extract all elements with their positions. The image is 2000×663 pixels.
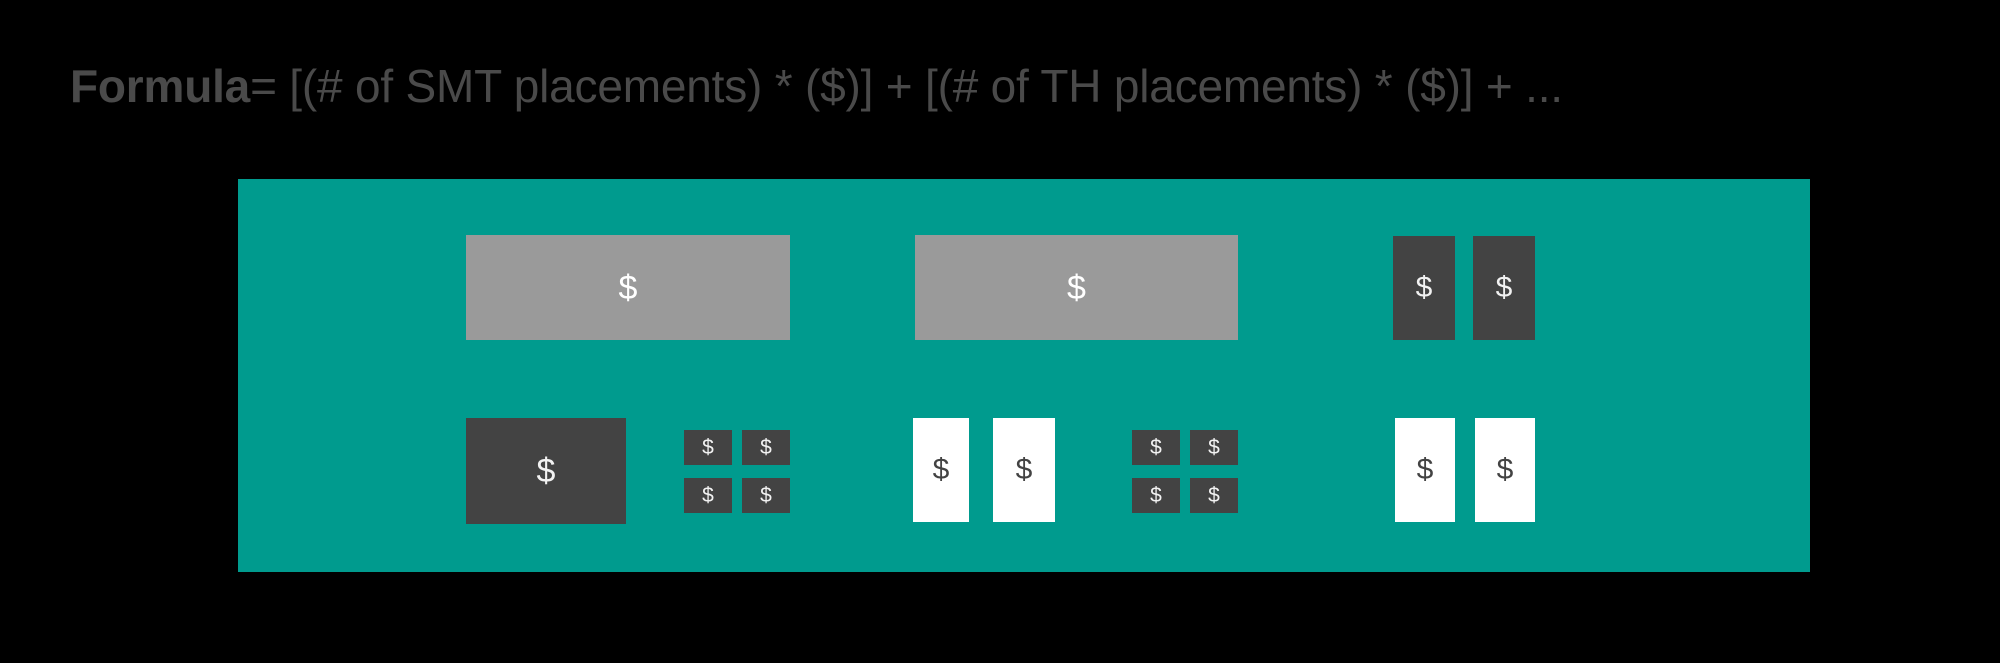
dark-tall-tile-2[interactable]: $ (1473, 236, 1535, 340)
white-tall-tile-2[interactable]: $ (993, 418, 1055, 522)
dollar-symbol: $ (1015, 453, 1033, 486)
dollar-symbol: $ (760, 436, 772, 459)
placement-board: $ $ $ $ $ $ $ $ $ $ $ $ $ $ $ $ $ (238, 179, 1810, 572)
dollar-symbol: $ (760, 484, 772, 507)
dollar-symbol: $ (1208, 484, 1220, 507)
dollar-symbol: $ (1067, 268, 1086, 307)
white-tall-tile-4[interactable]: $ (1475, 418, 1535, 522)
grid-cell[interactable]: $ (1132, 478, 1180, 513)
white-tall-tile-3[interactable]: $ (1395, 418, 1455, 522)
dollar-symbol: $ (1150, 484, 1162, 507)
gray-wide-tile-right[interactable]: $ (915, 235, 1238, 340)
dollar-symbol: $ (618, 268, 638, 307)
formula-label: Formula (70, 60, 251, 112)
dollar-symbol: $ (932, 453, 950, 486)
dollar-symbol: $ (702, 436, 714, 459)
dark-wide-tile-left[interactable]: $ (466, 418, 626, 524)
dollar-symbol: $ (1415, 271, 1433, 304)
gray-wide-tile-left[interactable]: $ (466, 235, 790, 340)
dark-tall-tile-1[interactable]: $ (1393, 236, 1455, 340)
grid-cell[interactable]: $ (742, 478, 790, 513)
dollar-symbol: $ (1208, 436, 1220, 459)
dark-grid-left: $ $ $ $ (684, 430, 790, 513)
top-row-group: $ $ $ $ (238, 179, 1810, 359)
grid-cell[interactable]: $ (1190, 430, 1238, 465)
dollar-symbol: $ (1150, 436, 1162, 459)
white-tall-tile-1[interactable]: $ (913, 418, 969, 522)
grid-cell[interactable]: $ (1190, 478, 1238, 513)
bottom-row-group: $ $ $ $ $ $ $ $ $ $ $ $ $ (238, 179, 1810, 572)
grid-cell[interactable]: $ (742, 430, 790, 465)
grid-cell[interactable]: $ (684, 430, 732, 465)
dollar-symbol: $ (1416, 453, 1434, 486)
formula-expression: = [(# of SMT placements) * ($)] + [(# of… (250, 60, 1563, 112)
dollar-symbol: $ (536, 452, 556, 490)
formula-headline: Formula= [(# of SMT placements) * ($)] +… (70, 54, 1970, 118)
dollar-symbol: $ (1496, 453, 1514, 486)
dollar-symbol: $ (702, 484, 714, 507)
dark-grid-right: $ $ $ $ (1132, 430, 1238, 513)
dollar-symbol: $ (1495, 271, 1513, 304)
grid-cell[interactable]: $ (1132, 430, 1180, 465)
grid-cell[interactable]: $ (684, 478, 732, 513)
